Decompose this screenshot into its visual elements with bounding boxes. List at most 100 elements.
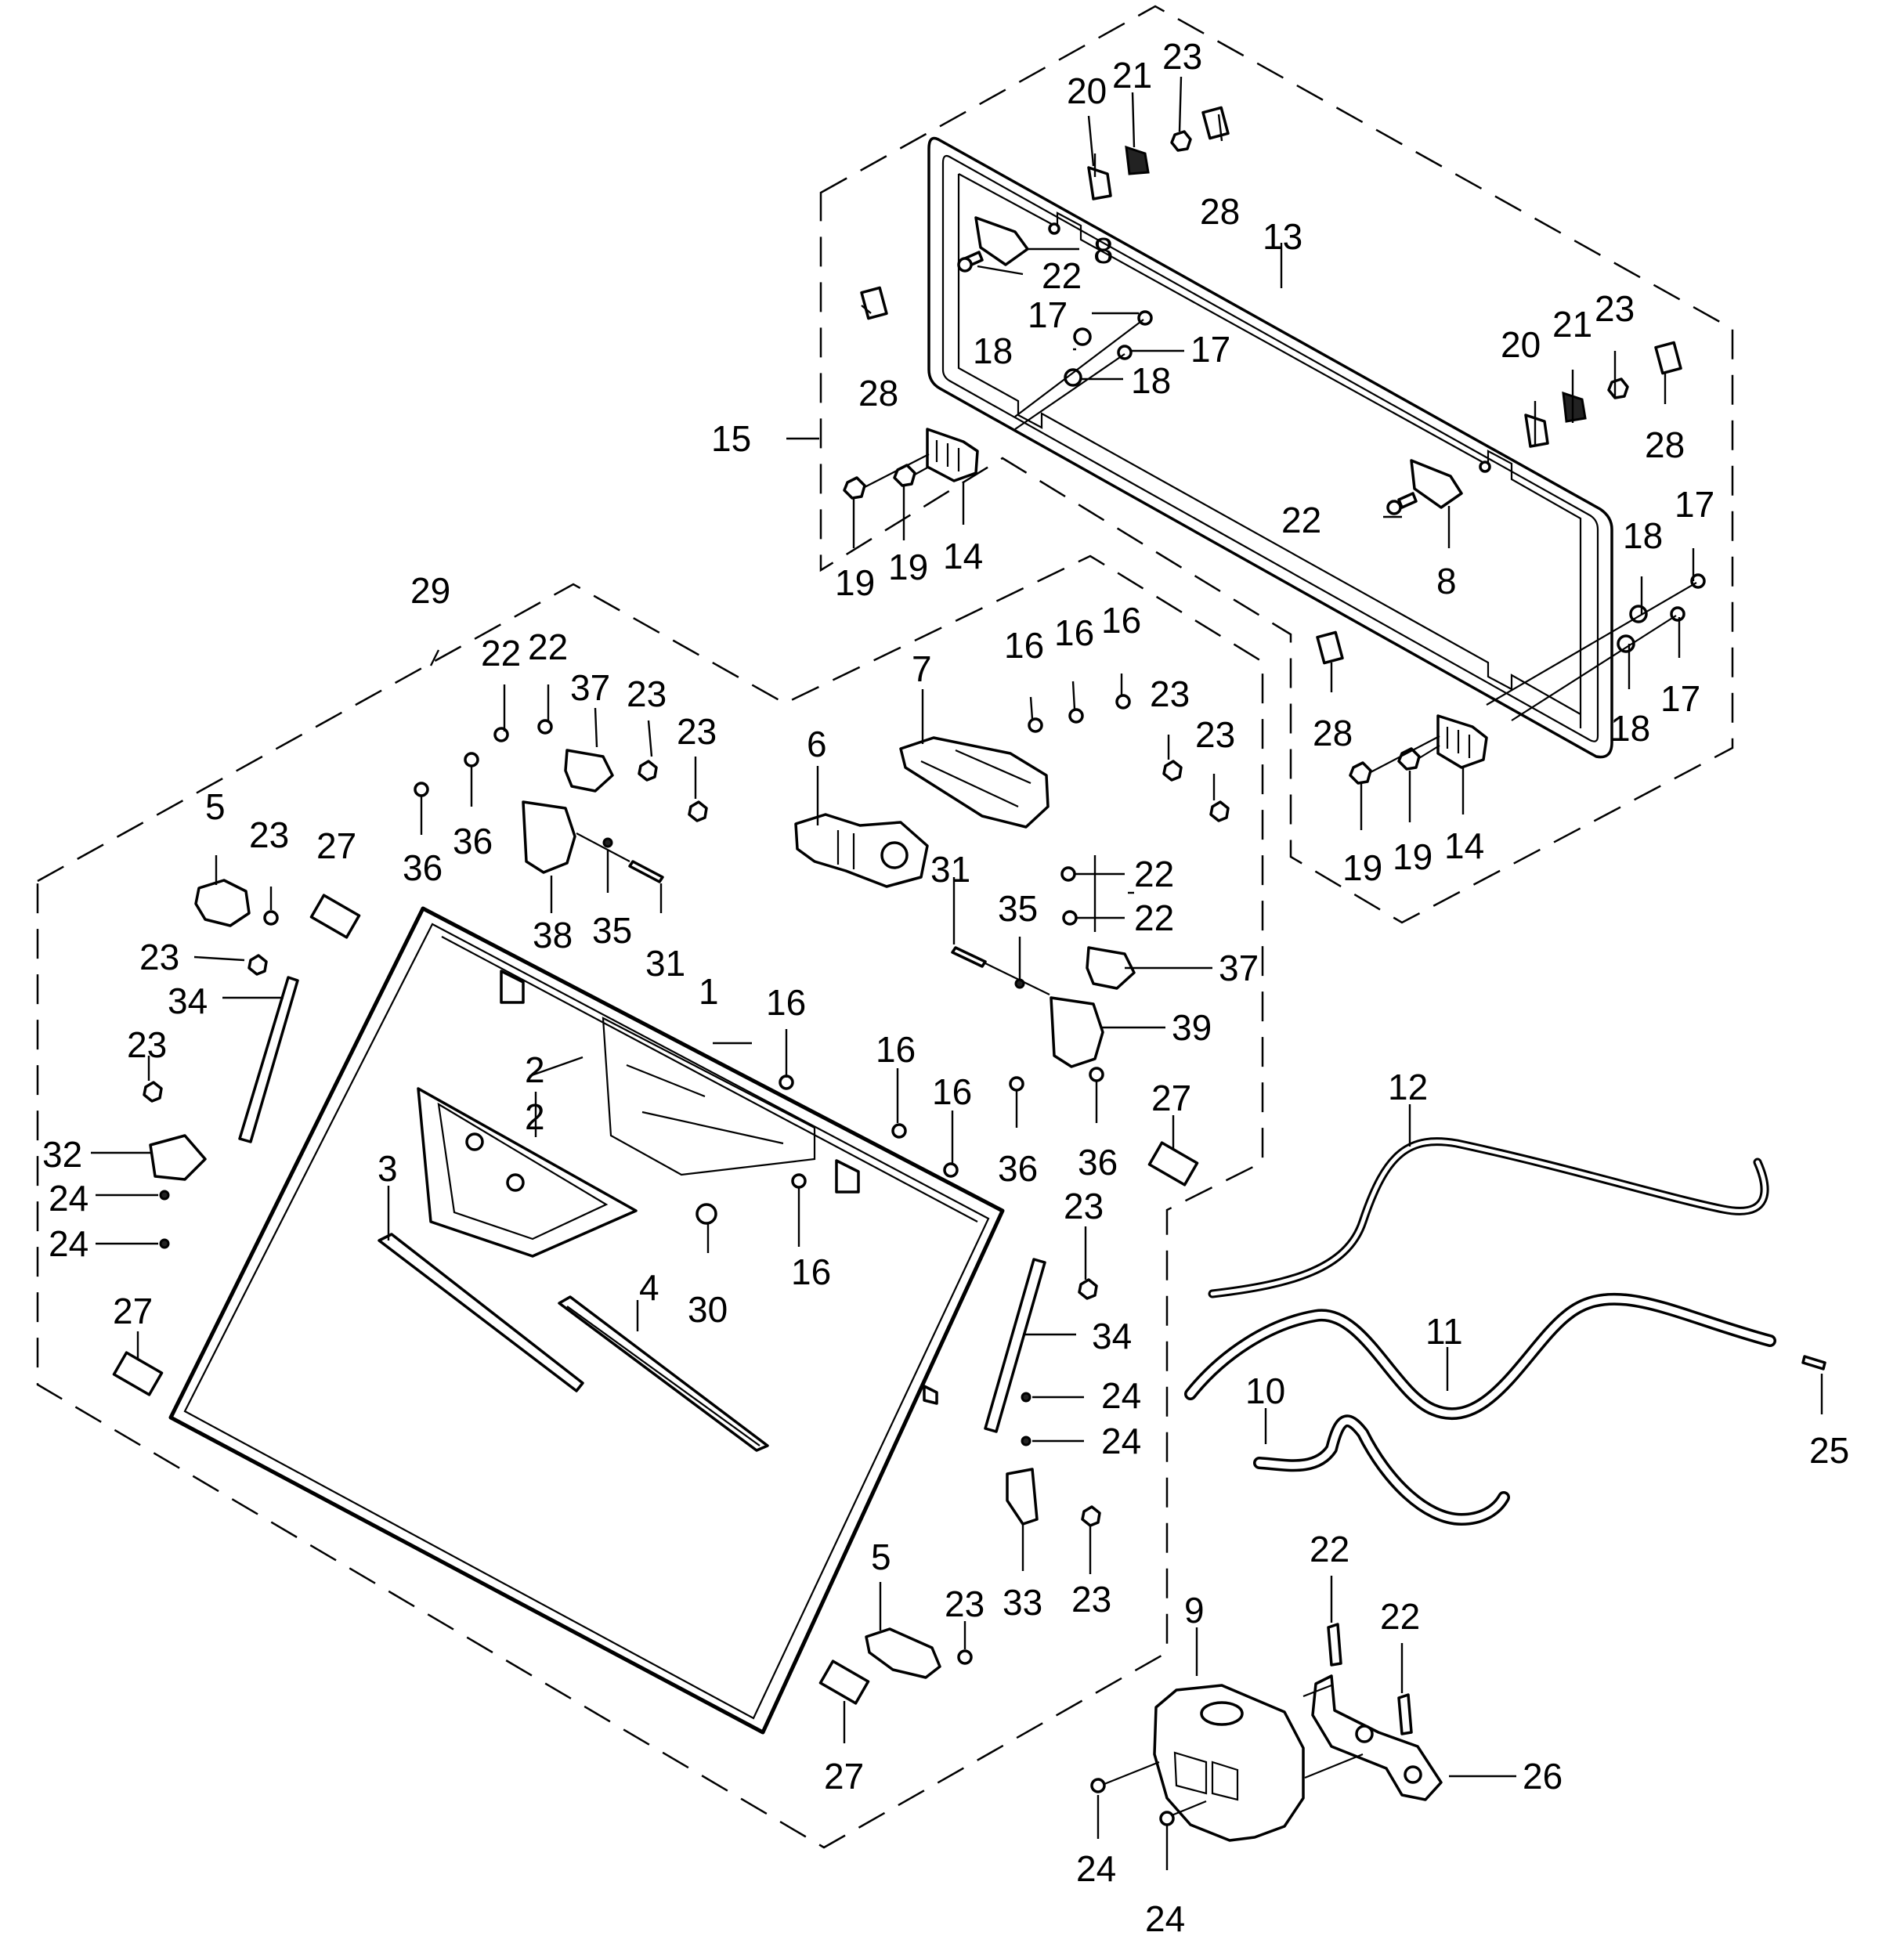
callout-14: 14 (943, 536, 983, 576)
callout-19: 19 (888, 547, 928, 587)
adhesive-pad-icon (112, 1351, 164, 1396)
callout-36: 36 (998, 1148, 1038, 1189)
callout-14: 14 (1444, 825, 1484, 866)
tank-bracket-icon (1311, 1674, 1443, 1801)
washer-tank-icon (1153, 1684, 1305, 1842)
callout-23: 23 (945, 1584, 985, 1624)
screw-icon (1060, 866, 1076, 882)
callout-21: 21 (1552, 304, 1592, 345)
callout-20: 20 (1501, 324, 1541, 365)
callout-29: 29 (410, 570, 450, 611)
callout-23: 23 (1162, 36, 1202, 77)
bolt-icon (1115, 694, 1131, 710)
strut-bracket-icon (149, 1134, 207, 1181)
screw-icon (537, 719, 553, 735)
window-clip-icon (1562, 391, 1587, 423)
nut-icon (688, 800, 708, 822)
bolt-icon (1028, 717, 1043, 733)
washer-reservoir (1090, 1623, 1443, 1842)
callout-17: 17 (1028, 294, 1068, 335)
wiper-assembly (378, 1233, 769, 1452)
nut-icon (1162, 760, 1183, 782)
callout-15: 15 (711, 418, 751, 459)
tailgate-group-outline (36, 554, 1264, 1849)
callout-23: 23 (1071, 1579, 1111, 1620)
latch-icon (1086, 946, 1136, 990)
callout-27: 27 (316, 825, 356, 866)
callout-39: 39 (1172, 1007, 1212, 1048)
callout-34: 34 (168, 981, 208, 1021)
callout-16: 16 (876, 1029, 916, 1070)
screw-icon (1021, 1392, 1031, 1403)
callout-22: 22 (1281, 500, 1321, 540)
motor-cover-icon (899, 736, 1050, 829)
washer-hoses (1184, 1137, 1826, 1526)
nut-icon (247, 954, 268, 976)
callout-32: 32 (42, 1134, 82, 1175)
callout-26: 26 (1523, 1756, 1563, 1797)
callout-16: 16 (1054, 612, 1094, 653)
callout-22: 22 (481, 633, 521, 674)
callout-37: 37 (1219, 948, 1259, 988)
latch-icon (1050, 996, 1104, 1068)
callout-labels: 1 2 2 3 4 5 5 6 7 8 8 9 10 11 12 13 14 1… (42, 36, 1849, 1939)
callout-22: 22 (528, 627, 568, 667)
callout-23: 23 (677, 711, 717, 752)
bolt-icon (791, 1173, 807, 1189)
window-hinge-icon (926, 428, 979, 482)
callout-24: 24 (1076, 1848, 1116, 1889)
callout-23: 23 (627, 674, 667, 714)
callout-23: 23 (249, 814, 289, 855)
callout-22: 22 (1134, 854, 1174, 894)
callout-16: 16 (791, 1251, 831, 1292)
wiper-motor-assembly (794, 736, 1050, 888)
latch-icon (522, 800, 576, 874)
callout-22: 22 (1042, 255, 1082, 296)
callout-35: 35 (998, 888, 1038, 929)
wiper-blade-icon (558, 1295, 769, 1452)
callout-22: 22 (1380, 1596, 1420, 1637)
screw-icon (1062, 910, 1078, 926)
nut-icon (1349, 761, 1372, 785)
callout-34: 34 (1092, 1316, 1132, 1356)
callout-28: 28 (1645, 424, 1685, 465)
callout-22: 22 (1134, 897, 1174, 938)
callout-10: 10 (1245, 1371, 1285, 1411)
callout-23: 23 (1595, 288, 1635, 329)
group-outlines (36, 5, 1734, 1849)
callout-1: 1 (699, 971, 719, 1012)
nut-icon (1607, 377, 1629, 399)
callout-18: 18 (1610, 708, 1650, 749)
window-hardware (843, 106, 1706, 785)
callout-24: 24 (49, 1178, 89, 1219)
callout-33: 33 (1003, 1582, 1042, 1623)
adhesive-pad-icon (818, 1659, 870, 1705)
callout-27: 27 (113, 1291, 153, 1331)
callout-21: 21 (1112, 55, 1152, 96)
callout-28: 28 (858, 373, 898, 414)
callout-36: 36 (453, 821, 493, 861)
bolt-icon (943, 1162, 959, 1178)
callout-23: 23 (1150, 674, 1190, 714)
pivot-covers (194, 879, 973, 1679)
wiper-motor-icon (794, 813, 929, 888)
hose-12-icon (1208, 1137, 1769, 1298)
callout-31: 31 (645, 943, 685, 984)
callout-27: 27 (824, 1756, 864, 1797)
nut-icon (893, 464, 916, 487)
bolt-icon (779, 1074, 794, 1090)
callout-5: 5 (205, 786, 226, 827)
callout-37: 37 (570, 667, 610, 708)
callout-24: 24 (1101, 1375, 1141, 1416)
screw-icon (159, 1238, 170, 1249)
callout-8: 8 (1436, 561, 1457, 601)
callout-30: 30 (688, 1289, 728, 1330)
callout-9: 9 (1184, 1590, 1205, 1631)
nut-icon (638, 760, 658, 782)
adhesive-pad-icon (309, 894, 361, 939)
callout-23: 23 (127, 1024, 167, 1065)
screw-icon (1021, 1436, 1031, 1446)
callout-7: 7 (912, 648, 932, 689)
bolt-icon (891, 1123, 907, 1139)
